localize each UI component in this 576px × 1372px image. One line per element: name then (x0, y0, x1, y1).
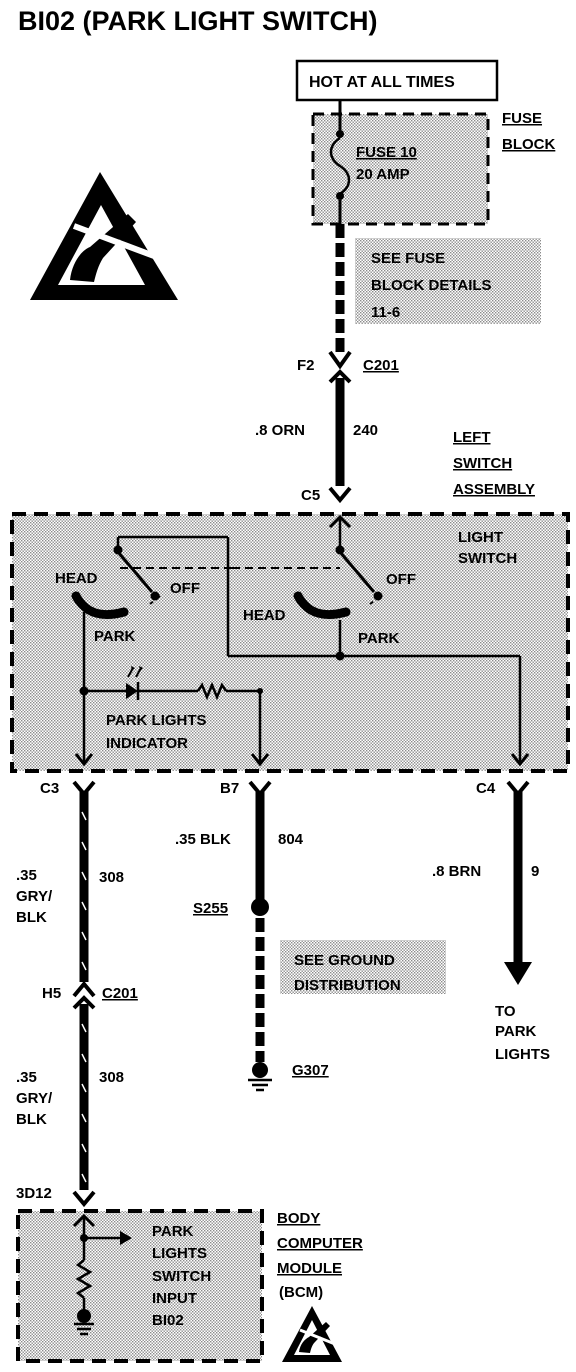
gry-wire-1-color-1: GRY/ (16, 888, 53, 905)
connector-h5-pin: H5 (42, 985, 61, 1002)
orn-wire-circuit: 240 (353, 422, 378, 439)
head-park-contact-left (71, 591, 129, 620)
splice-s255-label: S255 (193, 900, 228, 917)
light-switch-assembly-box (10, 512, 570, 773)
connector-c201-top (328, 350, 352, 384)
hot-at-all-times-label: HOT AT ALL TIMES (309, 74, 455, 91)
gry-wire-2-gauge: .35 (16, 1069, 37, 1086)
switch-head-label-left: HEAD (55, 570, 98, 587)
orn-wire-gauge: .8 ORN (255, 422, 305, 439)
fuse-rating: 20 AMP (356, 166, 410, 183)
see-ground-line-2: DISTRIBUTION (294, 977, 401, 994)
bcm-input-line-5: BI02 (152, 1312, 184, 1329)
bcm-label-4: (BCM) (279, 1284, 323, 1301)
connector-f2-pin: F2 (297, 357, 315, 374)
fuse-block-label-2: BLOCK (502, 136, 555, 153)
head-park-contact-right (293, 591, 351, 620)
connector-c201-mid-id: C201 (102, 985, 138, 1002)
bcm-input-line-2: LIGHTS (152, 1245, 207, 1262)
hot-at-all-times-box (295, 59, 499, 102)
switch-park-label-left: PARK (94, 628, 136, 645)
switch-head-label-right: HEAD (243, 607, 286, 624)
park-lights-indicator-led-icon (126, 666, 143, 700)
ground-g307-icon (248, 1062, 272, 1092)
esd-warning-icon-small (282, 1306, 342, 1362)
connector-c5 (328, 486, 352, 504)
gry-wire-1-circuit: 308 (99, 869, 124, 886)
switch-off-label-right: OFF (386, 571, 416, 588)
bcm-label-3: MODULE (277, 1260, 342, 1277)
bcm-input-line-4: INPUT (152, 1290, 197, 1307)
connector-3d12-pin: 3D12 (16, 1185, 52, 1202)
to-park-label-3: LIGHTS (495, 1046, 550, 1063)
to-park-label-1: TO (495, 1003, 516, 1020)
brn-wire-circuit: 9 (531, 863, 539, 880)
see-fuse-line-2: BLOCK DETAILS (371, 277, 492, 294)
brn-wire-gauge: .8 BRN (432, 863, 481, 880)
page-title: BI02 (PARK LIGHT SWITCH) (18, 6, 378, 36)
light-switch-internal-wiring (74, 514, 530, 767)
left-switch-label-2: SWITCH (453, 455, 512, 472)
gry-wire-1-gauge: .35 (16, 867, 37, 884)
ground-g307-label: G307 (292, 1062, 329, 1079)
see-fuse-line-3: 11-6 (371, 304, 400, 321)
to-park-lights-arrow-icon (504, 962, 532, 985)
bcm-input-line-1: PARK (152, 1223, 194, 1240)
see-fuse-box (355, 238, 541, 324)
bcm-input-arrow-icon (120, 1231, 132, 1245)
gry-wire-2-circuit: 308 (99, 1069, 124, 1086)
fuse-block-label-1: FUSE (502, 110, 542, 127)
fuse-name: FUSE 10 (356, 144, 417, 161)
connector-c201-mid (72, 980, 96, 1010)
bcm-label-1: BODY (277, 1210, 320, 1227)
bcm-label-2: COMPUTER (277, 1235, 363, 1252)
see-fuse-line-1: SEE FUSE (371, 250, 445, 267)
connector-c3-pin: C3 (40, 780, 59, 797)
to-park-label-2: PARK (495, 1023, 537, 1040)
connector-c5-pin: C5 (301, 487, 320, 504)
gry-wire-2-color-2: BLK (16, 1111, 47, 1128)
connector-c201-top-id: C201 (363, 357, 399, 374)
see-ground-box (280, 940, 446, 994)
bcm-input-line-3: SWITCH (152, 1268, 211, 1285)
indicator-label-2: INDICATOR (106, 735, 188, 752)
fuse-icon (329, 136, 351, 196)
gry-wire-2-color-1: GRY/ (16, 1090, 53, 1107)
esd-warning-icon (30, 172, 178, 300)
blk-wire-gauge: .35 BLK (175, 831, 231, 848)
splice-s255 (251, 898, 269, 916)
blk-wire-circuit: 804 (278, 831, 304, 848)
light-switch-label-2: SWITCH (458, 550, 517, 567)
left-switch-label-3: ASSEMBLY (453, 481, 535, 498)
see-ground-line-1: SEE GROUND (294, 952, 395, 969)
gry-wire-1-color-2: BLK (16, 909, 47, 926)
left-switch-label-1: LEFT (453, 429, 491, 446)
bcm-box (16, 1209, 264, 1363)
switch-off-label-left: OFF (170, 580, 200, 597)
connector-3d12 (72, 1190, 96, 1208)
connector-b7-pin: B7 (220, 780, 239, 797)
switch-park-label-right: PARK (358, 630, 400, 647)
indicator-label-1: PARK LIGHTS (106, 712, 207, 729)
connector-c4-pin: C4 (476, 780, 496, 797)
light-switch-label-1: LIGHT (458, 529, 503, 546)
